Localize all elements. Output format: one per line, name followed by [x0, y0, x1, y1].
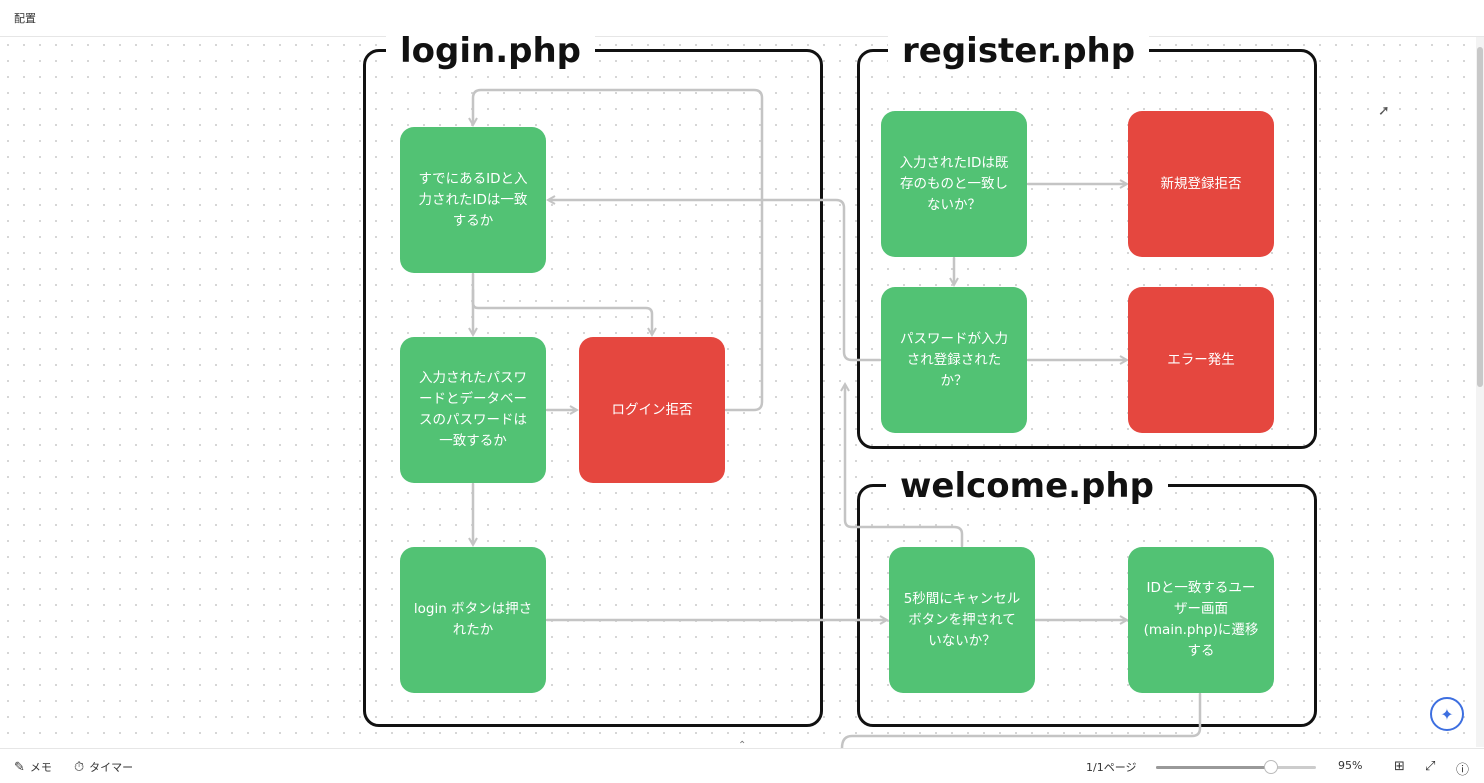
login-id-check-node[interactable]: すでにあるIDと入 力されたIDは一致 するか: [400, 127, 546, 273]
register-reject-node[interactable]: 新規登録拒否: [1128, 111, 1274, 257]
register-password-saved-node[interactable]: パスワードが入力 され登録された か？: [881, 287, 1027, 433]
scrollbar-thumb[interactable]: [1477, 47, 1483, 387]
window-title: 配置: [14, 12, 36, 25]
register-id-exists-node[interactable]: 入力されたIDは既 存のものと一致し ないか？: [881, 111, 1027, 257]
expand-icon: ⤢: [1425, 759, 1436, 774]
chevron-up-icon[interactable]: ⌃: [738, 740, 747, 751]
welcome-frame-title: welcome.php: [886, 468, 1168, 504]
bottom-toolbar: ✎ メモ ⏱ タイマー 1/1ページ 95% ⊞ ⤢ ⓘ: [0, 748, 1484, 783]
memo-button[interactable]: ✎ メモ: [14, 759, 52, 775]
vertical-scrollbar[interactable]: [1476, 37, 1484, 747]
zoom-level-label: 95%: [1338, 759, 1363, 772]
memo-icon: ✎: [14, 759, 25, 775]
help-icon: ⓘ: [1456, 763, 1470, 778]
fullscreen-button[interactable]: ⤢: [1425, 759, 1435, 774]
zoom-slider[interactable]: [1156, 760, 1316, 774]
top-bar: 配置: [0, 0, 1484, 37]
login-frame-title: login.php: [386, 33, 596, 69]
login-reject-node[interactable]: ログイン拒否: [579, 337, 725, 483]
login-password-check-node[interactable]: 入力されたパスワ ードとデータベー スのパスワードは 一致するか: [400, 337, 546, 483]
register-frame-title: register.php: [888, 33, 1150, 69]
welcome-cancel-node[interactable]: 5秒間にキャンセル ボタンを押されて いないか？: [889, 547, 1035, 693]
sparkle-icon: ✦: [1440, 704, 1454, 724]
help-button[interactable]: ⓘ: [1456, 759, 1469, 778]
ai-assist-button[interactable]: ✦: [1430, 697, 1464, 731]
welcome-redirect-node[interactable]: IDと一致するユー ザー画面 (main.php)に遷移 する: [1128, 547, 1274, 693]
login-button-node[interactable]: login ボタンは押さ れたか: [400, 547, 546, 693]
grid-icon: ⊞: [1394, 759, 1405, 774]
mouse-cursor-icon: ➚: [1378, 103, 1390, 119]
zoom-slider-knob[interactable]: [1264, 760, 1279, 774]
page-indicator[interactable]: 1/1ページ: [1086, 759, 1136, 775]
page-indicator-label: 1/1ページ: [1086, 761, 1137, 774]
register-error-node[interactable]: エラー発生: [1128, 287, 1274, 433]
memo-label: メモ: [29, 761, 52, 774]
timer-button[interactable]: ⏱ タイマー: [74, 759, 133, 775]
timer-label: タイマー: [89, 761, 134, 774]
zoom-slider-fill: [1156, 766, 1272, 769]
zoom-level: 95%: [1338, 759, 1362, 772]
timer-icon: ⏱: [74, 759, 85, 775]
grid-view-button[interactable]: ⊞: [1394, 759, 1405, 774]
